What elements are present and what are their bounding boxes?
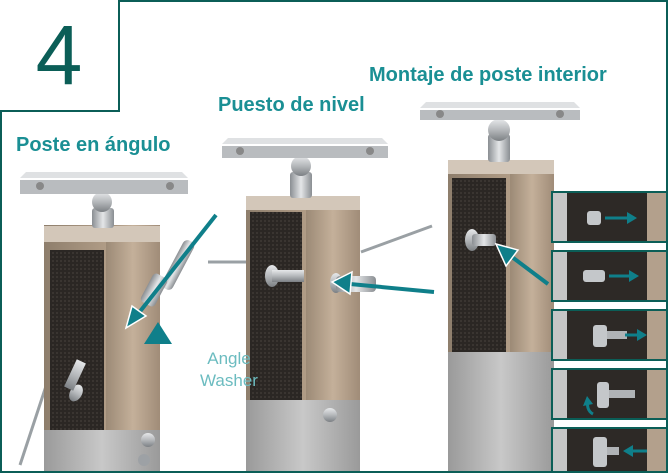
detail-inset-5 [551, 427, 668, 473]
title-interior-post: Montaje de poste interior [369, 64, 607, 86]
angle-post [20, 172, 188, 473]
angle-washer-label: Angle Washer [194, 348, 264, 392]
detail-inset-4 [551, 368, 668, 420]
triangle-pointer [144, 322, 172, 344]
title-angle-post: Poste en ángulo [16, 134, 171, 156]
angle-washer-line2: Washer [200, 371, 258, 390]
step-number-badge: 4 [0, 0, 120, 112]
cables [18, 224, 551, 466]
step-number: 4 [35, 8, 83, 102]
level-post [222, 138, 388, 473]
detail-inset-1 [551, 191, 668, 243]
detail-inset-3 [551, 309, 668, 361]
detail-inset-2 [551, 250, 668, 302]
angle-washer-line1: Angle [207, 349, 251, 368]
interior-post [420, 102, 580, 473]
arrow-callouts [124, 213, 550, 330]
title-level-post: Puesto de nivel [218, 94, 365, 116]
